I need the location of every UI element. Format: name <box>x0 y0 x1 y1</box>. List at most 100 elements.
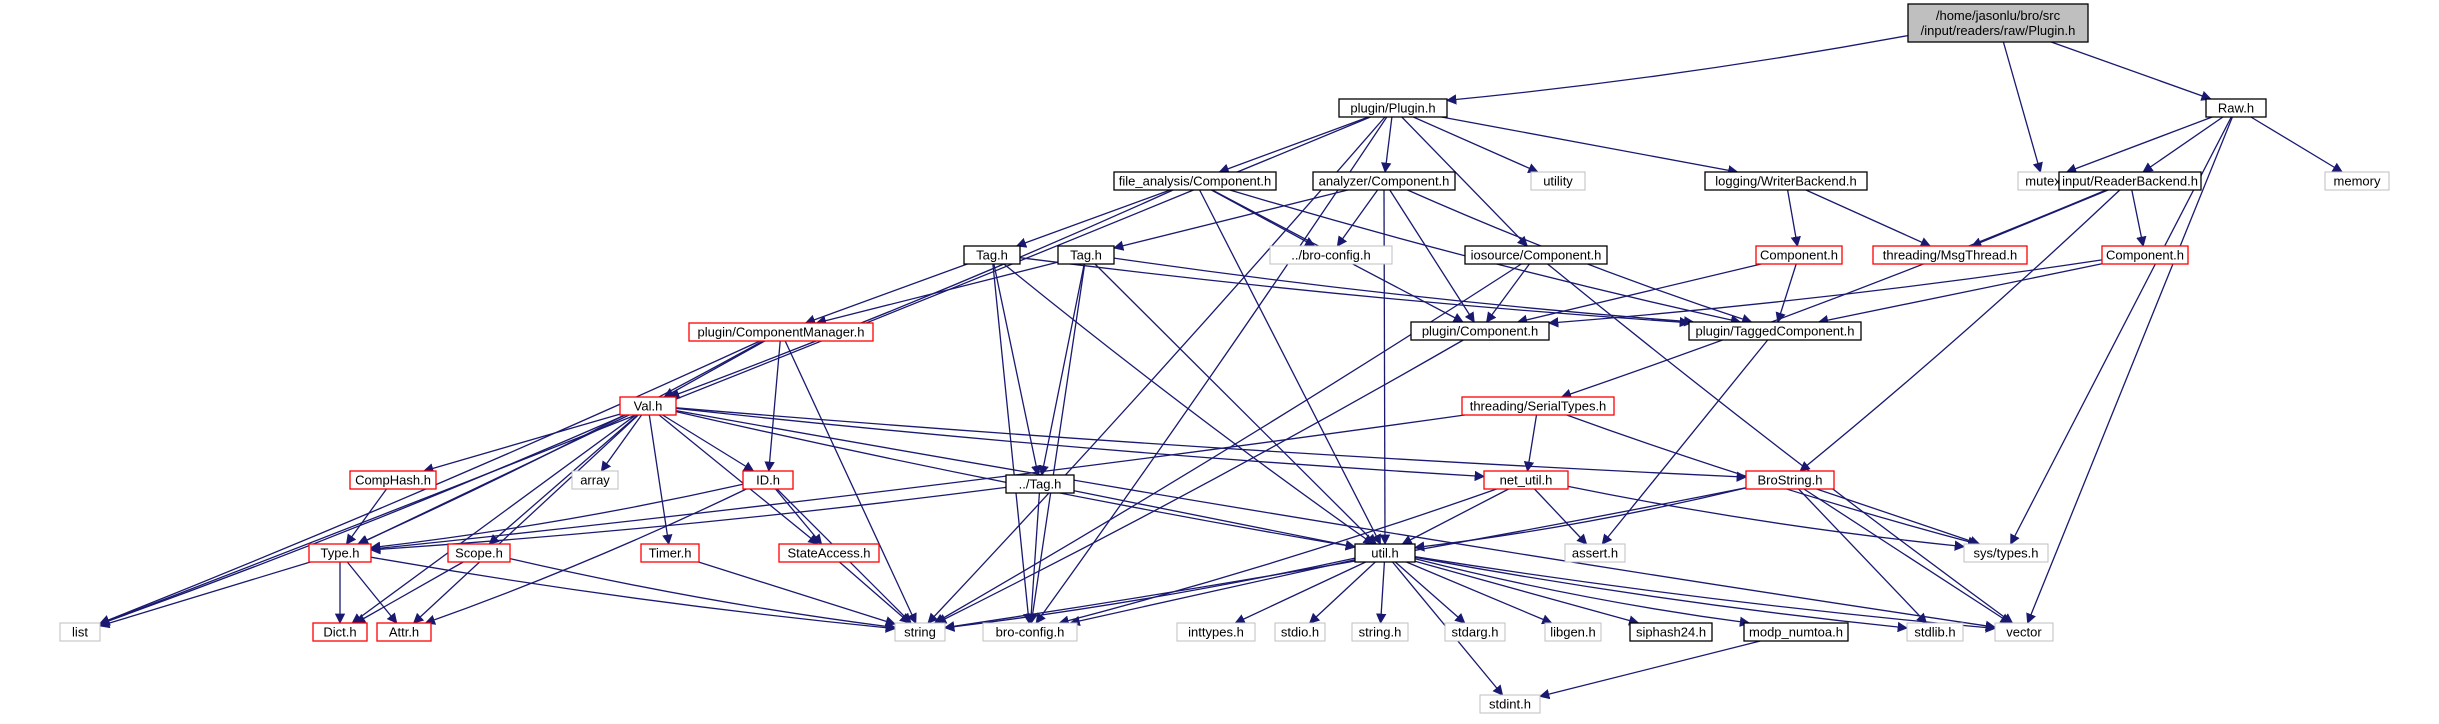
node-box-systypes <box>1963 543 2049 563</box>
edge-reltag-to-util_h <box>1073 490 1357 551</box>
edge-tag2-to-broconfig <box>1027 263 1086 625</box>
node-label-comphash: CompHash.h <box>355 473 431 488</box>
edge-type_h-to-attr <box>346 561 398 624</box>
node-box-modp <box>1743 622 1849 642</box>
node-label-pcomp: plugin/Component.h <box>1422 324 1538 339</box>
node-stdio: stdio.h <box>1274 622 1326 642</box>
node-netutil[interactable]: net_util.h <box>1483 470 1569 490</box>
edge-util_h-to-inttypes <box>1234 561 1366 624</box>
node-assert: assert.h <box>1564 543 1626 563</box>
node-box-tag2 <box>1057 245 1115 265</box>
edge-log_wb-to-msgthread <box>1805 189 1932 247</box>
node-box-fa_comp <box>1113 171 1277 191</box>
edge-netutil-to-systypes <box>1567 485 1966 551</box>
edge-util_h-to-stdarg <box>1394 561 1466 624</box>
node-reltag[interactable]: ../Tag.h <box>1005 474 1075 494</box>
node-ptagged[interactable]: plugin/TaggedComponent.h <box>1688 321 1862 341</box>
node-in_rb[interactable]: input/ReaderBackend.h <box>2058 171 2202 191</box>
node-label-brostring: BroString.h <box>1757 473 1822 488</box>
edge-reltag-to-type_h <box>369 486 1007 555</box>
edge-ios_comp-to-string <box>933 263 1522 624</box>
edge-in_rb-to-brostring <box>1799 189 2121 472</box>
node-box-stdint <box>1479 694 1541 714</box>
edge-root-to-plugin_h <box>1445 34 1909 105</box>
node-siphash[interactable]: siphash24.h <box>1629 622 1713 642</box>
node-root[interactable]: /home/jasonlu/bro/src/input/readers/raw/… <box>1907 3 2089 43</box>
node-box-stdlib <box>1906 622 1964 642</box>
node-box-pcm <box>688 322 874 342</box>
node-box-timer <box>640 543 700 563</box>
node-attr[interactable]: Attr.h <box>376 622 432 642</box>
node-timer[interactable]: Timer.h <box>640 543 700 563</box>
node-label-utility: utility <box>1543 174 1573 189</box>
node-id_h[interactable]: ID.h <box>742 470 794 490</box>
edges-layer <box>99 34 2343 700</box>
node-label-memory: memory <box>2334 174 2381 189</box>
edge-netutil-to-assert <box>1534 488 1588 545</box>
edge-brostring-to-systypes <box>1816 488 1981 546</box>
edge-comp_red2-to-ptagged <box>1817 263 2103 326</box>
node-serial[interactable]: threading/SerialTypes.h <box>1461 396 1615 416</box>
edge-val_h-to-attr <box>412 414 639 624</box>
node-modp[interactable]: modp_numtoa.h <box>1743 622 1849 642</box>
node-log_wb[interactable]: logging/WriterBackend.h <box>1704 171 1868 191</box>
node-box-stateaccess <box>778 543 880 563</box>
node-util_h[interactable]: util.h <box>1354 543 1416 563</box>
node-ios_comp[interactable]: iosource/Component.h <box>1464 245 1608 265</box>
edge-val_h-to-dict <box>351 414 637 624</box>
node-plugin_h[interactable]: plugin/Plugin.h <box>1338 98 1448 118</box>
node-label-stdlib: stdlib.h <box>1914 625 1955 640</box>
node-fa_comp[interactable]: file_analysis/Component.h <box>1113 171 1277 191</box>
node-label-array: array <box>580 473 610 488</box>
node-tag1[interactable]: Tag.h <box>963 245 1021 265</box>
node-pcomp[interactable]: plugin/Component.h <box>1410 321 1550 341</box>
node-scope[interactable]: Scope.h <box>447 543 511 563</box>
node-label-siphash: siphash24.h <box>1636 625 1706 640</box>
node-tag2[interactable]: Tag.h <box>1057 245 1115 265</box>
node-raw_h[interactable]: Raw.h <box>2205 98 2267 118</box>
edge-val_h-to-type_h <box>357 414 630 545</box>
edge-an_comp-to-broconfig_rel <box>1336 189 1379 247</box>
node-list: list <box>59 622 101 642</box>
node-label-serial: threading/SerialTypes.h <box>1470 399 1607 414</box>
edge-util_h-to-libgen <box>1406 561 1553 625</box>
node-box-reltag <box>1005 474 1075 494</box>
edge-serial-to-type_h <box>369 414 1465 554</box>
node-label-systypes: sys/types.h <box>1973 546 2038 561</box>
node-an_comp[interactable]: analyzer/Component.h <box>1312 171 1456 191</box>
edge-plugin_h-to-ios_comp <box>1401 116 1528 247</box>
node-msgthread[interactable]: threading/MsgThread.h <box>1872 245 2028 265</box>
edge-tag2-to-ptagged <box>1113 257 1695 327</box>
node-stateaccess[interactable]: StateAccess.h <box>778 543 880 563</box>
edge-val_h-to-timer <box>648 414 673 546</box>
node-label-id_h: ID.h <box>756 473 780 488</box>
edge-val_h-to-comphash <box>423 413 621 474</box>
node-vector: vector <box>1994 622 2054 642</box>
node-brostring[interactable]: BroString.h <box>1745 470 1835 490</box>
node-label-vector: vector <box>2006 625 2042 640</box>
node-type_h[interactable]: Type.h <box>308 543 372 563</box>
edge-id_h-to-attr <box>424 488 747 625</box>
node-label-ptagged: plugin/TaggedComponent.h <box>1695 324 1854 339</box>
node-label-modp: modp_numtoa.h <box>1749 625 1843 640</box>
node-box-an_comp <box>1312 171 1456 191</box>
edge-val_h-to-id_h <box>662 414 755 472</box>
node-box-raw_h <box>2205 98 2267 118</box>
node-array: array <box>571 470 619 490</box>
edge-timer-to-string <box>698 561 896 627</box>
node-dict[interactable]: Dict.h <box>312 622 368 642</box>
edge-plugin_h-to-fa_comp <box>1218 116 1369 174</box>
node-box-vector <box>1994 622 2054 642</box>
node-comp_red1[interactable]: Component.h <box>1755 245 1843 265</box>
node-pcm[interactable]: plugin/ComponentManager.h <box>688 322 874 342</box>
node-comphash[interactable]: CompHash.h <box>349 470 437 490</box>
node-systypes: sys/types.h <box>1963 543 2049 563</box>
node-comp_red2[interactable]: Component.h <box>2101 245 2189 265</box>
node-box-serial <box>1461 396 1615 416</box>
edge-plugin_h-to-utility <box>1413 116 1539 173</box>
node-val_h[interactable]: Val.h <box>619 396 677 416</box>
node-libgen: libgen.h <box>1544 622 1602 642</box>
node-utility: utility <box>1530 171 1586 191</box>
edge-modp-to-stdint <box>1538 640 1761 700</box>
